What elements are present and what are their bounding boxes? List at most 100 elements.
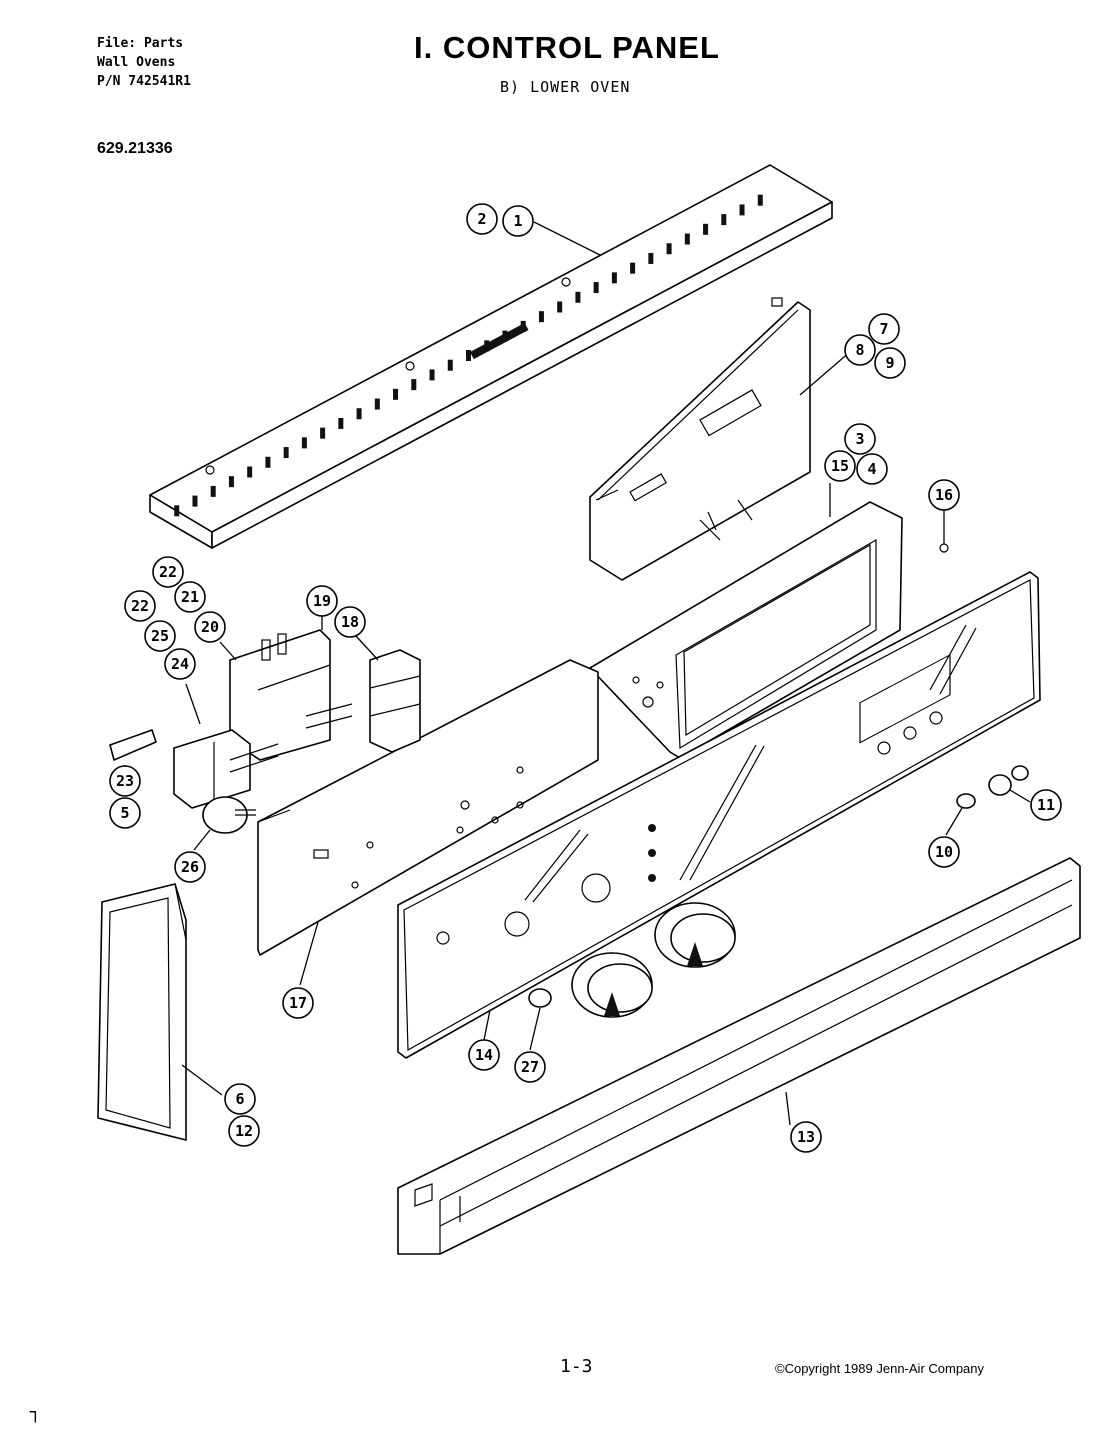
rail-slot (703, 223, 709, 235)
svg-text:4: 4 (867, 460, 876, 478)
rail-slot (192, 495, 198, 507)
page-subtitle: B) LOWER OVEN (500, 78, 631, 96)
svg-text:6: 6 (235, 1090, 244, 1108)
svg-text:8: 8 (855, 341, 864, 359)
rail-slot (283, 447, 289, 459)
callout-22-b: 22 (124, 590, 156, 622)
callout-18: 18 (334, 606, 366, 638)
callout-26: 26 (174, 851, 206, 883)
callout-7: 7 (868, 313, 900, 345)
oven-knobs (528, 902, 736, 1018)
svg-text:17: 17 (289, 994, 307, 1012)
callout-8: 8 (844, 334, 876, 366)
callout-6: 6 (224, 1083, 256, 1115)
rail-slot (575, 291, 581, 303)
callout-17: 17 (282, 987, 314, 1019)
callout-1: 1 (502, 205, 534, 237)
callout-4: 4 (856, 453, 888, 485)
svg-text:11: 11 (1037, 796, 1055, 814)
callout-21: 21 (174, 581, 206, 613)
callout-10: 10 (928, 836, 960, 868)
svg-text:1: 1 (513, 212, 522, 230)
rail-slot (739, 204, 745, 216)
callout-16: 16 (928, 479, 960, 511)
file-line-2: Wall Ovens (97, 55, 176, 70)
svg-text:27: 27 (521, 1058, 539, 1076)
page-title: I. CONTROL PANEL (414, 30, 720, 65)
rail-slot (356, 408, 362, 420)
svg-text:21: 21 (181, 588, 199, 606)
rail-slot (520, 320, 526, 332)
rail-slot (721, 214, 727, 226)
svg-text:5: 5 (120, 804, 129, 822)
knob-adapter (202, 796, 256, 834)
rail-slot (648, 252, 654, 264)
rail-slot (684, 233, 690, 245)
callout-11: 11 (1030, 789, 1062, 821)
callout-12: 12 (228, 1115, 260, 1147)
rail-slot (484, 340, 490, 352)
svg-text:10: 10 (935, 843, 953, 861)
rail-slot (210, 485, 216, 497)
svg-text:2: 2 (477, 210, 486, 228)
rail-slot (447, 359, 453, 371)
callout-5: 5 (109, 797, 141, 829)
svg-text:19: 19 (313, 592, 331, 610)
model-number: 629.21336 (97, 140, 173, 157)
rail-slot (538, 311, 544, 323)
copyright-notice: ©Copyright 1989 Jenn-Air Company (775, 1361, 985, 1376)
rail-slot (174, 505, 180, 517)
rail-slot (630, 262, 636, 274)
svg-text:12: 12 (235, 1122, 253, 1140)
svg-text:7: 7 (879, 320, 888, 338)
callout-9: 9 (874, 347, 906, 379)
callout-24: 24 (164, 648, 196, 680)
file-line-3: P/N 742541R1 (97, 74, 191, 89)
rail-slot (247, 466, 253, 478)
control-faceplate (397, 571, 1041, 1059)
callout-2: 2 (466, 203, 498, 235)
callout-25: 25 (144, 620, 176, 652)
rail-slot (757, 194, 763, 206)
file-info: File: Parts Wall Ovens P/N 742541R1 (97, 34, 191, 91)
rail-slot (228, 476, 234, 488)
selector-switch (173, 729, 279, 809)
svg-text:14: 14 (475, 1046, 493, 1064)
svg-text:26: 26 (181, 858, 199, 876)
rail-slot (666, 243, 672, 255)
callout-3: 3 (844, 423, 876, 455)
rail-slot (466, 350, 471, 361)
callout-20: 20 (194, 611, 226, 643)
small-knobs (956, 765, 1029, 809)
callout-27: 27 (514, 1051, 546, 1083)
svg-text:9: 9 (885, 354, 894, 372)
rail-slot (429, 369, 435, 381)
svg-text:24: 24 (171, 655, 189, 673)
callout-14: 14 (468, 1039, 500, 1071)
svg-text:13: 13 (797, 1128, 815, 1146)
svg-text:20: 20 (201, 618, 219, 636)
callout-22: 22 (152, 556, 184, 588)
clock-module (589, 297, 811, 581)
rail-slot (374, 398, 380, 410)
svg-text:16: 16 (935, 486, 953, 504)
page-number: 1-3 (560, 1356, 593, 1377)
rear-panel (257, 659, 599, 956)
bottom-trim-extrusion (397, 857, 1081, 1255)
rail-slot (411, 379, 417, 391)
svg-text:3: 3 (855, 430, 864, 448)
screw (939, 543, 949, 553)
rail-slot (593, 282, 599, 294)
svg-text:15: 15 (831, 457, 849, 475)
file-line-1: File: Parts (97, 36, 184, 51)
rail-slot (393, 388, 399, 400)
svg-text:22: 22 (159, 563, 177, 581)
rail-slot (301, 437, 307, 449)
terminal-block (369, 649, 421, 753)
rail-slot (265, 456, 271, 468)
svg-text:18: 18 (341, 613, 359, 631)
mounting-bracket (589, 501, 903, 759)
callout-13: 13 (790, 1121, 822, 1153)
svg-text:22: 22 (131, 597, 149, 615)
